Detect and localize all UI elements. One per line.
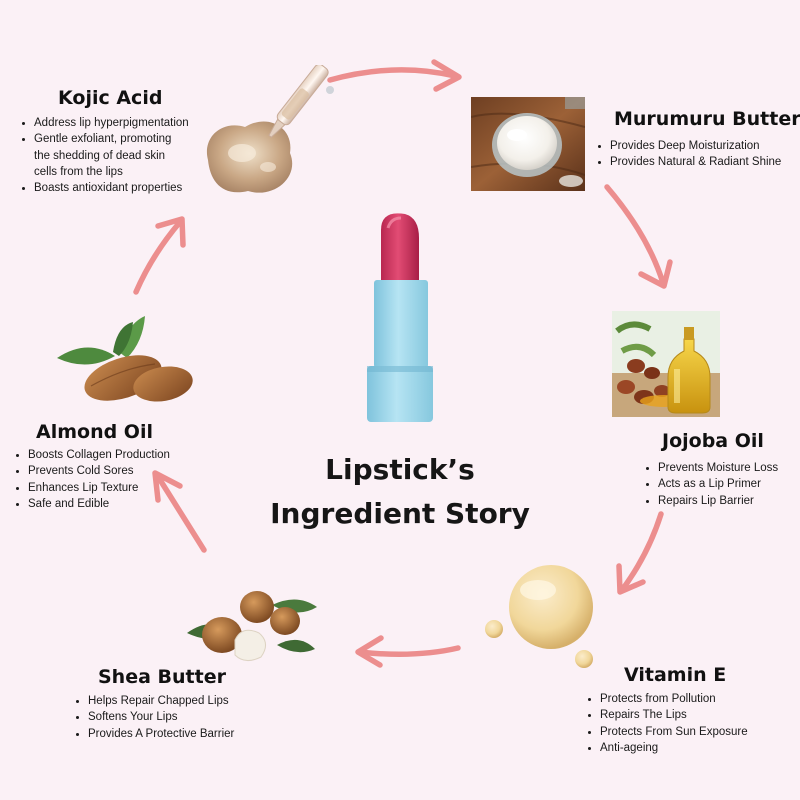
title-line-1: Lipstick’s (325, 453, 475, 486)
list-item: Repairs The Lips (600, 707, 748, 723)
list-item: Enhances Lip Texture (28, 480, 170, 496)
murumuru-butter-heading: Murumuru Butter (614, 108, 800, 130)
almond-oil-block: Almond Oil Boosts Collagen Production Pr… (14, 421, 170, 512)
vitamin-e-heading: Vitamin E (624, 664, 727, 686)
list-item: Helps Repair Chapped Lips (88, 693, 234, 709)
kojic-acid-list: Address lip hyperpigmentation Gentle exf… (20, 115, 189, 196)
list-item: Softens Your Lips (88, 709, 234, 725)
arrow-vitamin-e-to-shea (355, 635, 461, 668)
jojoba-oil-heading: Jojoba Oil (662, 430, 764, 452)
arrow-jojoba-to-vitamin-e (616, 511, 664, 595)
shea-butter-block: Shea Butter Helps Repair Chapped Lips So… (74, 666, 234, 742)
list-item: Address lip hyperpigmentation (34, 115, 189, 131)
list-item: Provides A Protective Barrier (88, 726, 234, 742)
kojic-acid-block: Kojic Acid Address lip hyperpigmentation… (20, 87, 189, 196)
arrow-almond-to-kojic (133, 216, 186, 295)
murumuru-butter-image (471, 97, 585, 191)
dropper-serum-image (206, 65, 334, 193)
title-line-2: Ingredient Story (270, 497, 530, 530)
list-item: Repairs Lip Barrier (658, 493, 778, 509)
jojoba-oil-image (612, 311, 720, 417)
almond-oil-heading: Almond Oil (36, 421, 153, 443)
list-item: Protects from Pollution (600, 691, 748, 707)
list-item: Provides Deep Moisturization (610, 138, 800, 154)
list-item: Gentle exfoliant, promoting (34, 131, 189, 147)
arrow-shea-to-almond (152, 470, 207, 553)
arrow-kojic-to-murumuru (327, 59, 462, 92)
diagram-title: Lipstick’s Ingredient Story (250, 448, 550, 536)
list-item: Prevents Cold Sores (28, 463, 170, 479)
kojic-acid-heading: Kojic Acid (58, 87, 163, 109)
arrow-murumuru-to-jojoba (604, 184, 673, 289)
almond-oil-list: Boosts Collagen Production Prevents Cold… (14, 447, 170, 512)
jojoba-oil-list: Prevents Moisture Loss Acts as a Lip Pri… (644, 460, 778, 509)
vitamin-e-list: Protects from Pollution Repairs The Lips… (586, 691, 748, 756)
murumuru-butter-block: Murumuru Butter Provides Deep Moisturiza… (596, 108, 800, 171)
list-item: cells from the lips (34, 165, 123, 178)
list-item: the shedding of dead skin (34, 149, 166, 162)
list-item: Acts as a Lip Primer (658, 476, 778, 492)
shea-butter-list: Helps Repair Chapped Lips Softens Your L… (74, 693, 234, 742)
list-item: Boosts Collagen Production (28, 447, 170, 463)
shea-butter-heading: Shea Butter (98, 666, 226, 688)
list-item: Protects From Sun Exposure (600, 724, 748, 740)
list-item: Provides Natural & Radiant Shine (610, 154, 800, 170)
lipstick-image (367, 213, 433, 422)
shea-nut-image (187, 591, 317, 661)
vitamin-e-block: Vitamin E Protects from Pollution Repair… (586, 664, 748, 756)
vitamin-e-drop-image (485, 565, 593, 668)
list-item: Boasts antioxidant properties (34, 180, 189, 196)
list-item: Safe and Edible (28, 496, 170, 512)
murumuru-butter-list: Provides Deep Moisturization Provides Na… (596, 138, 800, 171)
almond-image (57, 316, 193, 402)
list-item: Anti-ageing (600, 740, 748, 756)
list-item: Prevents Moisture Loss (658, 460, 778, 476)
jojoba-oil-block: Jojoba Oil Prevents Moisture Loss Acts a… (644, 430, 778, 509)
